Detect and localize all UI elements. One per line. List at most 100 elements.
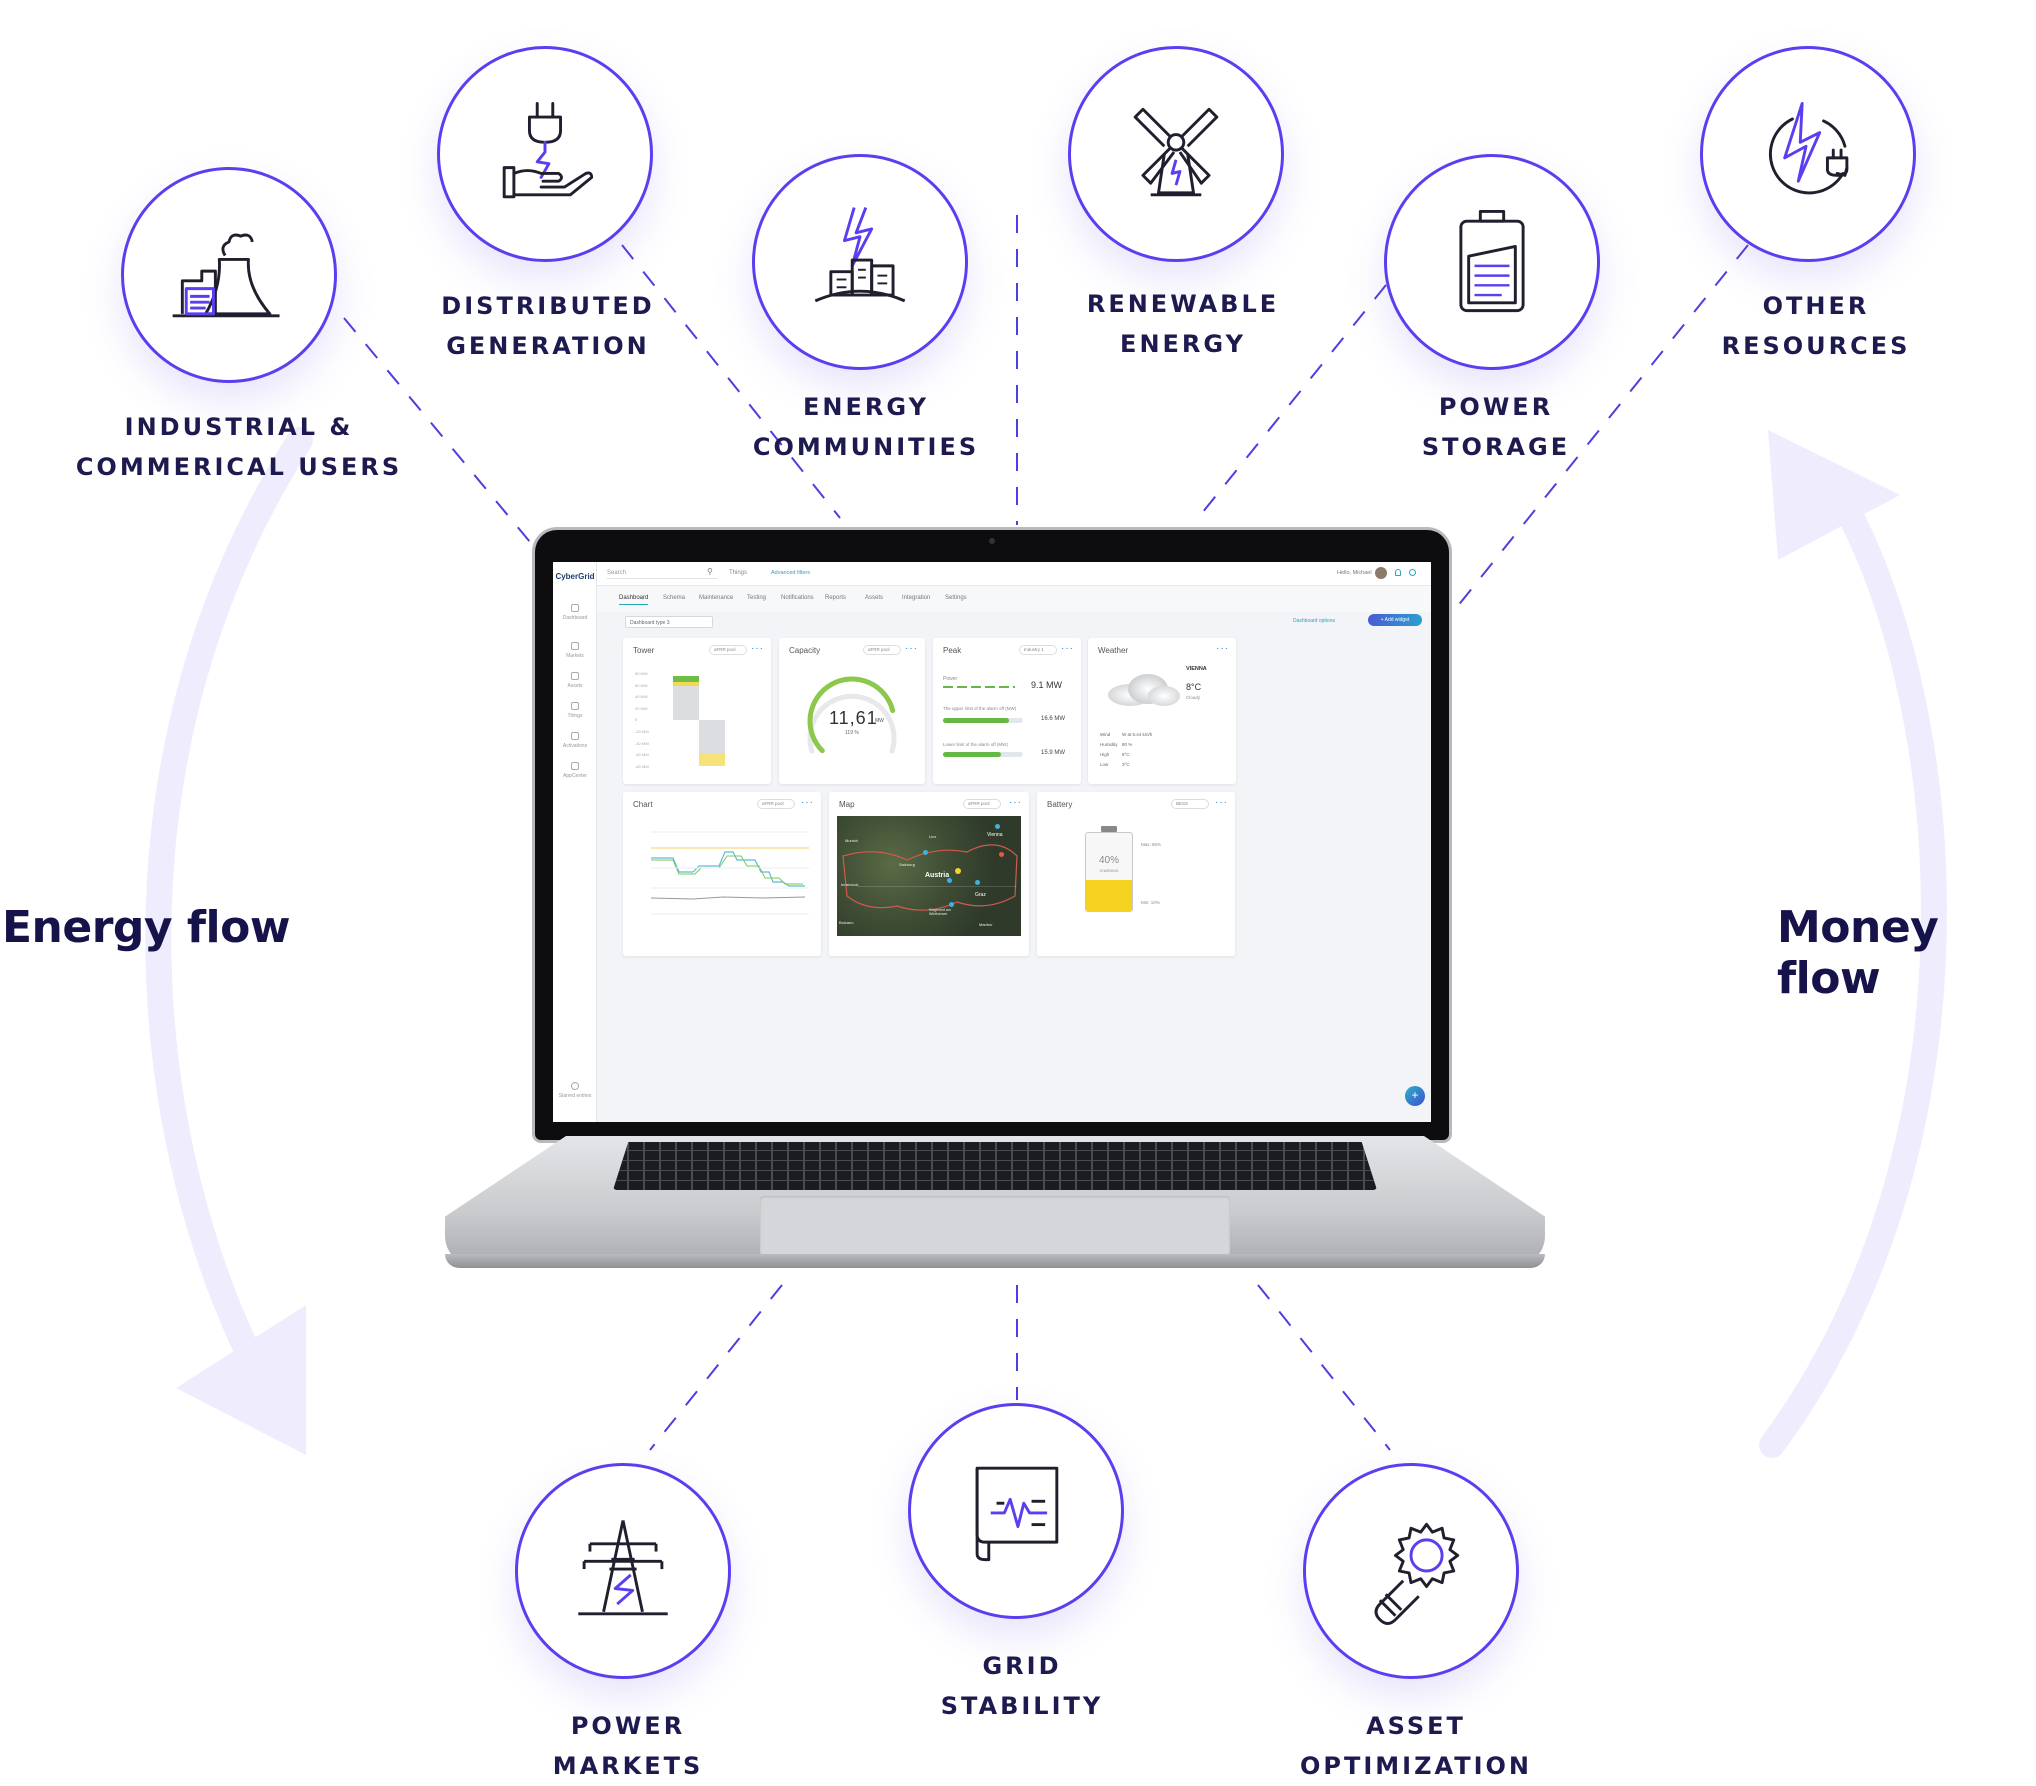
map-pin-icon[interactable]: [947, 878, 952, 883]
search-input[interactable]: Search: [607, 570, 717, 579]
webcam: [989, 538, 995, 544]
map-menu-icon[interactable]: ···: [1009, 797, 1022, 808]
sidebar-item-assets[interactable]: Assets: [553, 672, 597, 689]
map-pin-icon[interactable]: [999, 852, 1004, 857]
tab-settings[interactable]: Settings: [945, 595, 967, 601]
asset-label: ASSET OPTIMIZATION: [1299, 1712, 1533, 1780]
things-select[interactable]: Things: [729, 570, 748, 576]
energy-flow-arc: [145, 427, 313, 1393]
map-city-maribor: Maribor: [979, 922, 993, 927]
chart-title: Chart: [633, 800, 653, 809]
peak-menu-icon[interactable]: ···: [1061, 643, 1074, 654]
capacity-menu-icon[interactable]: ···: [905, 643, 918, 654]
battery-status: CHARGING: [1099, 869, 1119, 873]
trackpad: [760, 1196, 1230, 1256]
sidebar-item-things[interactable]: Things: [553, 702, 597, 719]
dashboard-options-link[interactable]: Dashboard options: [1293, 618, 1335, 624]
tower-bar-green: [673, 676, 699, 682]
tower-bar-gray-down: [699, 720, 725, 754]
peak-lower-value: 15.9 MW: [1041, 750, 1066, 756]
money-flow-arc: [1759, 492, 1947, 1458]
capacity-gauge-fill: [807, 676, 896, 754]
laptop: CyberGrid Dashboard Markets Assets Thing…: [445, 520, 1545, 1280]
weather-condition: Cloudy: [1186, 695, 1201, 700]
chart-menu-icon[interactable]: ···: [801, 797, 814, 808]
battery-menu-icon[interactable]: ···: [1215, 797, 1228, 808]
add-widget-button[interactable]: + Add widget: [1368, 614, 1422, 626]
dashboard-icon: [571, 604, 579, 612]
keyboard-rows: [613, 1142, 1377, 1190]
map-select[interactable]: aFRR pool: [963, 799, 1001, 809]
factory-icon: [172, 233, 280, 318]
map-city-salzburg: Salzburg: [899, 862, 915, 867]
map-pin-icon[interactable]: [955, 868, 961, 874]
tab-testing[interactable]: Testing: [747, 595, 767, 601]
weather-menu-icon[interactable]: ···: [1216, 643, 1229, 654]
tower-menu-icon[interactable]: ···: [751, 643, 764, 654]
capacity-select[interactable]: aFRR pool: [863, 645, 901, 655]
peak-lower-label: Lower limit of the alarm off (MW): [943, 742, 1008, 747]
star-icon: [571, 1082, 579, 1090]
tab-assets[interactable]: Assets: [865, 595, 884, 601]
map-country-austria: Austria: [925, 872, 950, 879]
avatar[interactable]: [1375, 567, 1387, 579]
battery-level: [1086, 879, 1132, 911]
map-widget: Map aFRR pool ··· Vienna Linz Munich Aus…: [829, 792, 1029, 956]
map-pin-icon[interactable]: [995, 824, 1000, 829]
peak-power-label: Power: [943, 676, 958, 682]
laptop-base: [445, 1254, 1545, 1268]
map-pin-icon[interactable]: [923, 850, 928, 855]
tab-dashboard[interactable]: Dashboard: [619, 595, 649, 605]
map-city-vienna: Vienna: [987, 832, 1003, 838]
dashboard-type-select[interactable]: Dashboard type 3: [625, 616, 713, 628]
connector-storage: [1197, 284, 1387, 519]
search-icon[interactable]: ⚲: [707, 567, 713, 576]
sidebar-item-activations[interactable]: Activations: [553, 732, 597, 749]
industrial-node: [121, 167, 337, 383]
tower-bar-gray-up: [673, 686, 699, 720]
windmill-icon: [1133, 107, 1219, 197]
tab-maintenance[interactable]: Maintenance: [699, 595, 734, 601]
other-label: OTHER RESOURCES: [1721, 292, 1911, 360]
advanced-filters-link[interactable]: Advanced filters: [771, 570, 811, 576]
sidebar-item-dashboard[interactable]: Dashboard: [553, 604, 597, 621]
appcenter-icon: [571, 762, 579, 770]
tab-notifications[interactable]: Notifications: [781, 595, 814, 601]
map-pin-icon[interactable]: [949, 902, 954, 907]
plug-hand-icon: [502, 101, 594, 199]
battery-select[interactable]: BESS: [1171, 799, 1209, 809]
gear-bulb-icon: [1374, 1522, 1460, 1625]
tab-integration[interactable]: Integration: [902, 595, 931, 601]
sidebar-item-appcenter[interactable]: AppCenter: [553, 762, 597, 779]
activations-icon: [571, 732, 579, 740]
capacity-widget: Capacity aFRR pool ··· 11,61 MW 119 %: [779, 638, 925, 784]
sidebar: CyberGrid Dashboard Markets Assets Thing…: [553, 562, 597, 1122]
map-view[interactable]: Vienna Linz Munich Austria Graz Klagenfu…: [837, 816, 1021, 936]
sidebar-item-markets[interactable]: Markets: [553, 642, 597, 659]
notification-icon[interactable]: [1395, 569, 1401, 576]
add-floating-button[interactable]: +: [1405, 1086, 1425, 1106]
tab-schema[interactable]: Schema: [663, 595, 686, 601]
peak-select[interactable]: Industry 1: [1019, 645, 1057, 655]
communities-node: [752, 154, 968, 370]
distributed-label: DISTRIBUTED GENERATION: [441, 292, 655, 360]
map-city-bolzano: Bolzano: [839, 920, 854, 925]
capacity-unit: MW: [875, 718, 884, 724]
grid-node: [908, 1403, 1124, 1619]
dashboard-screen: CyberGrid Dashboard Markets Assets Thing…: [553, 562, 1431, 1122]
peak-power-dashes: [943, 686, 1015, 688]
map-pin-icon[interactable]: [975, 880, 980, 885]
tab-reports[interactable]: Reports: [825, 595, 847, 601]
tower-select[interactable]: aFRR pool: [709, 645, 747, 655]
asset-node: [1303, 1463, 1519, 1679]
chart-select[interactable]: aFRR pool: [757, 799, 795, 809]
sidebar-item-starred[interactable]: Starred entries: [553, 1082, 597, 1099]
renewable-node: [1068, 46, 1284, 262]
settings-icon[interactable]: [1409, 569, 1416, 576]
